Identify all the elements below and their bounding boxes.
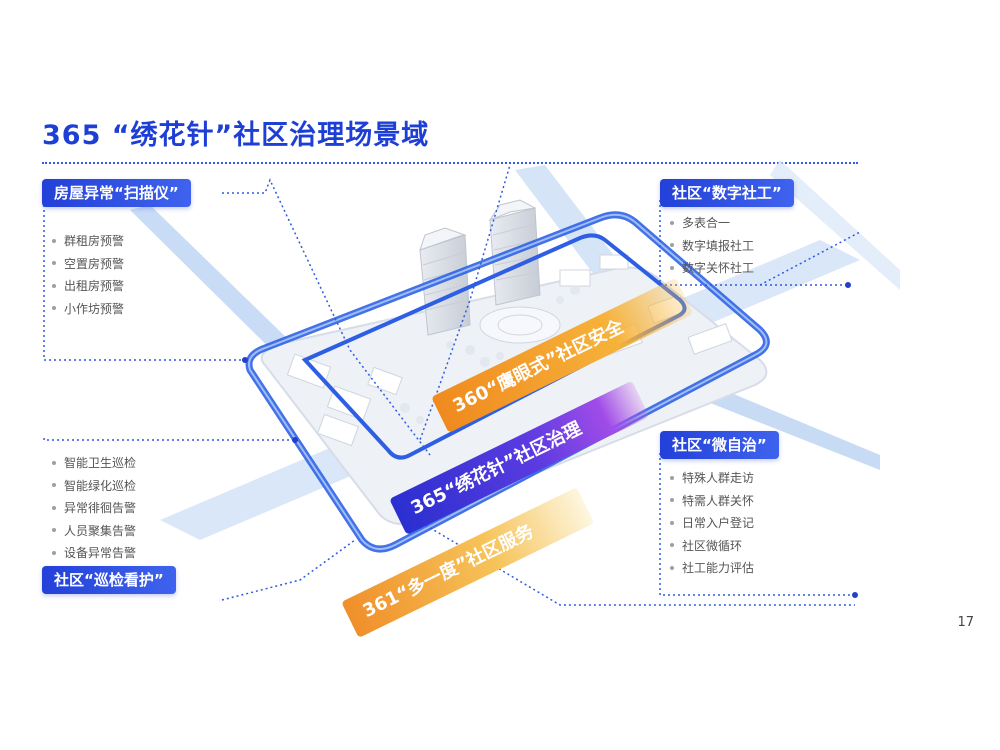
bullet-icon: [52, 528, 56, 532]
panel-label-digital-social-worker: 社区“数字社工”: [660, 179, 794, 207]
house-scanner-list: 群租房预警 空置房预警 出租房预警 小作坊预警: [52, 230, 124, 320]
digital-social-worker-list: 多表合一 数字填报社工 数字关怀社工: [670, 212, 754, 280]
bullet-icon: [670, 220, 674, 225]
bullet-icon: [52, 505, 56, 510]
bullet-icon: [670, 543, 674, 547]
bullet-icon: [52, 283, 56, 288]
list-item: 社区微循环: [670, 535, 754, 558]
list-item: 日常入户登记: [670, 512, 754, 535]
list-item: 智能卫生巡检: [52, 452, 136, 475]
list-item: 数字填报社工: [670, 235, 754, 258]
page-number: 17: [957, 615, 974, 630]
bullet-icon: [670, 475, 674, 480]
bullet-icon: [52, 550, 56, 555]
bullet-icon: [52, 306, 56, 310]
list-item: 数字关怀社工: [670, 257, 754, 280]
list-item: 设备异常告警: [52, 542, 136, 565]
page-title: 365 “绣花针”社区治理场景域: [42, 120, 430, 151]
list-item: 特需人群关怀: [670, 490, 754, 513]
bullet-icon: [52, 238, 56, 243]
list-item: 智能绿化巡检: [52, 475, 136, 498]
leader-dots: [242, 282, 858, 598]
bullet-icon: [670, 565, 674, 570]
micro-autonomy-list: 特殊人群走访 特需人群关怀 日常入户登记 社区微循环 社工能力评估: [670, 467, 754, 580]
panel-label-patrol-care: 社区“巡检看护”: [42, 566, 176, 594]
panel-label-micro-autonomy: 社区“微自治”: [660, 431, 779, 459]
bullet-icon: [670, 265, 674, 270]
bullet-icon: [52, 460, 56, 465]
list-item: 社工能力评估: [670, 557, 754, 580]
list-item: 人员聚集告警: [52, 520, 136, 543]
residential-towers: [419, 199, 541, 336]
list-item: 异常徘徊告警: [52, 497, 136, 520]
bullet-icon: [670, 498, 674, 502]
bullet-icon: [52, 483, 56, 487]
bullet-icon: [670, 243, 674, 247]
bullet-icon: [670, 520, 674, 525]
panel-label-house-scanner: 房屋异常“扫描仪”: [42, 179, 191, 207]
list-item: 小作坊预警: [52, 298, 124, 321]
list-item: 群租房预警: [52, 230, 124, 253]
list-item: 出租房预警: [52, 275, 124, 298]
list-item: 空置房预警: [52, 253, 124, 276]
patrol-care-list: 智能卫生巡检 智能绿化巡检 异常徘徊告警 人员聚集告警 设备异常告警: [52, 452, 136, 565]
list-item: 多表合一: [670, 212, 754, 235]
bullet-icon: [52, 261, 56, 265]
list-item: 特殊人群走访: [670, 467, 754, 490]
top-divider: [42, 162, 858, 164]
